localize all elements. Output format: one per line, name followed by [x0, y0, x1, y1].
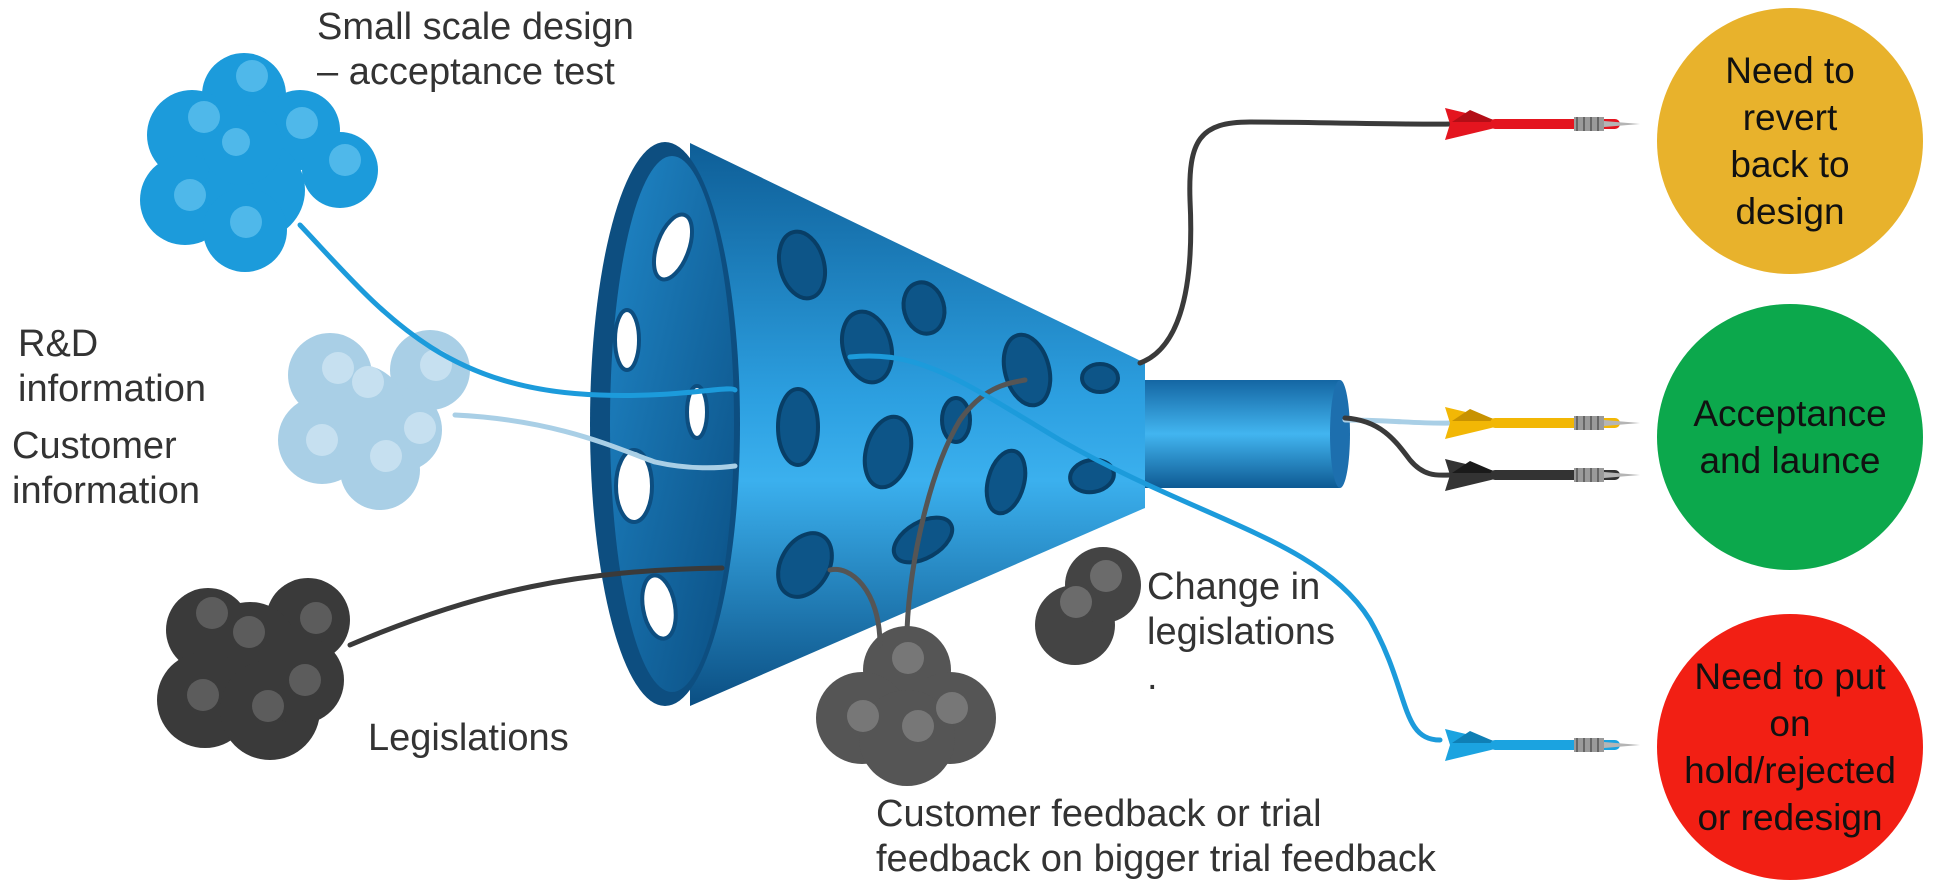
cloud-change [1035, 547, 1141, 665]
cloud-legislations [157, 578, 350, 760]
outcome-acceptance-text: Acceptance and launce [1693, 390, 1886, 484]
dart-revert [1445, 108, 1640, 140]
outcome-revert-line3: back to [1730, 144, 1850, 185]
cloud-feedback [816, 626, 996, 786]
outcome-hold-line1: Need to put [1694, 656, 1886, 697]
funnel [590, 142, 1350, 706]
label-rd-line2: information [18, 368, 206, 410]
label-change-line3: . [1147, 656, 1158, 698]
outcome-hold-circle: Need to put on hold/rejected or redesign [1657, 614, 1923, 880]
cloud-small-scale [140, 53, 378, 272]
outcome-revert-line1: Need to [1725, 50, 1855, 91]
outcome-revert-circle: Need to revert back to design [1657, 8, 1923, 274]
label-rd-line1: R&D [18, 323, 99, 365]
label-change-line2: legislations [1147, 611, 1335, 653]
label-change-line1: Change in [1147, 566, 1321, 608]
outcome-revert-text: Need to revert back to design [1725, 47, 1855, 235]
outcome-acceptance-circle: Acceptance and launce [1657, 304, 1923, 570]
strings [297, 119, 1453, 743]
cloud-customer [278, 330, 470, 510]
label-change: Change in legislations . [1147, 565, 1335, 700]
outcome-acceptance-line1: Acceptance [1693, 393, 1887, 434]
label-feedback: Customer feedback or trial feedback on b… [876, 792, 1436, 882]
dart-acceptance [1445, 407, 1640, 439]
dart-extra [1445, 459, 1640, 491]
outcome-acceptance-line2: and launce [1699, 440, 1881, 481]
label-legislations: Legislations [368, 716, 569, 761]
outcome-hold-line2: on [1769, 703, 1811, 744]
outcome-revert-line2: revert [1742, 97, 1838, 138]
label-customer-info-line1: Customer [12, 425, 177, 467]
label-rd: R&D information [18, 322, 206, 412]
label-feedback-line2: feedback on bigger trial feedback [876, 838, 1436, 880]
outcome-hold-text: Need to put on hold/rejected or redesign [1684, 653, 1896, 841]
label-small-scale: Small scale design – acceptance test [317, 5, 634, 95]
label-small-scale-line1: Small scale design [317, 6, 634, 48]
label-feedback-line1: Customer feedback or trial [876, 793, 1322, 835]
outcome-hold-line4: or redesign [1697, 797, 1883, 838]
label-small-scale-line2: – acceptance test [317, 51, 615, 93]
outcome-revert-line4: design [1735, 191, 1845, 232]
dart-hold [1445, 729, 1640, 761]
label-customer-info: Customer information [12, 424, 200, 514]
label-customer-info-line2: information [12, 470, 200, 512]
label-legislations-text: Legislations [368, 717, 569, 759]
outcome-hold-line3: hold/rejected [1684, 750, 1896, 791]
